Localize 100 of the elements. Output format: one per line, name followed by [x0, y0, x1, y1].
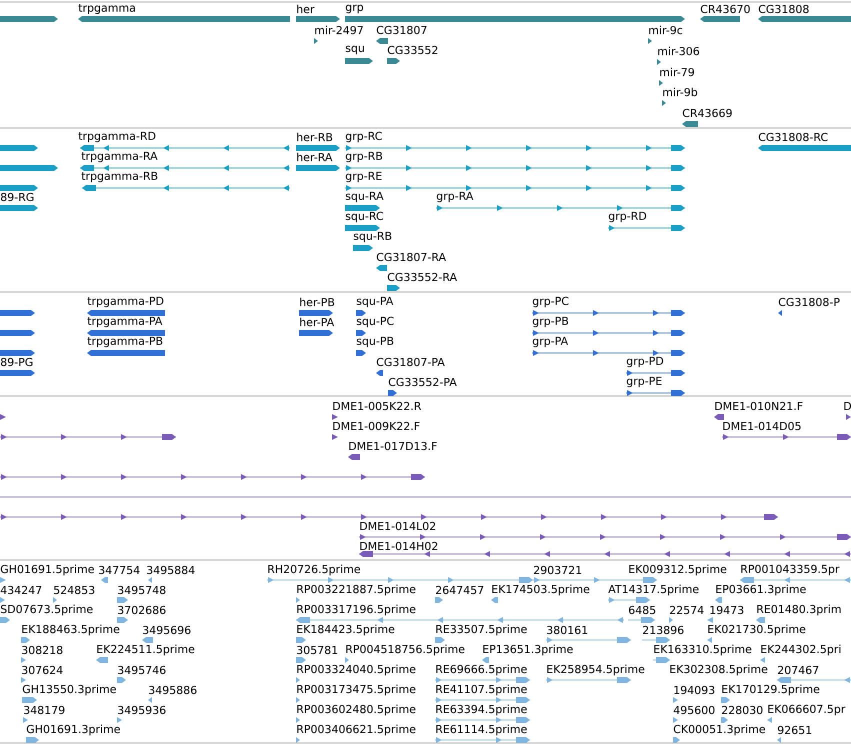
feature-label: RP003602480.5prime [297, 704, 416, 716]
feature-label: DME1-014H02 [360, 542, 438, 550]
feature-label: 524853 [54, 586, 94, 594]
feature-label: DME1-014L02 [360, 522, 436, 530]
feature-label: squ-PC [356, 316, 394, 328]
feature-label: grp-RB [346, 152, 382, 162]
feature-label: squ-RA [346, 192, 384, 202]
feature-label: trpgamma-RB [82, 172, 158, 182]
feature-label: EK258954.5prime [547, 664, 644, 676]
feature-label: 348179 [24, 706, 64, 714]
feature-label: 213896 [643, 626, 684, 634]
feature-label: CK00051.3prime [674, 724, 766, 736]
feature-label: 308218 [22, 646, 62, 654]
feature-glyph [0, 434, 176, 440]
feature-label: GH13550.3prime [22, 684, 116, 696]
feature-label: her-RB [297, 132, 332, 142]
feature-label: EP03661.3prime [716, 584, 806, 596]
feature-label: RP003173475.5prime [297, 684, 416, 696]
feature-label: trpgamma-PA [88, 316, 162, 328]
feature-label: EP13651.3prime [483, 644, 573, 656]
feature-label: grp-RA [436, 192, 474, 202]
feature-label: her-PB [300, 298, 334, 306]
feature-label: her-RA [297, 152, 332, 162]
feature-label: grp-RE [346, 172, 382, 182]
feature-label: EK224511.5prime [97, 644, 194, 656]
feature-label: mir-9c [649, 26, 682, 34]
feature-label: 6485 [628, 606, 656, 614]
feature-glyph [0, 330, 35, 336]
feature-label: RP003221887.5prime [297, 584, 416, 596]
feature-label: 3495696 [143, 626, 190, 634]
feature-label: 3495936 [118, 706, 166, 714]
feature-label: 307624 [22, 666, 63, 674]
feature-label: CG33552 [388, 46, 438, 54]
feature-label: 89-RG [0, 192, 34, 202]
feature-label: trpgamma-PD [88, 296, 164, 308]
feature-label: CG31807-PA [376, 358, 445, 366]
feature-label: SD07673.5prime [0, 604, 93, 616]
feature-label: grp-PA [532, 336, 568, 348]
feature-label: RP003317196.5prime [297, 604, 416, 616]
feature-glyph [0, 514, 778, 520]
feature-label: RE41107.5prime [436, 684, 527, 696]
feature-label: 434247 [0, 586, 42, 594]
feature-label: CR43669 [682, 108, 732, 118]
feature-label: EK174503.5prime [492, 584, 590, 596]
feature-label: squ [346, 46, 364, 54]
feature-label: EK021730.5prime [708, 624, 806, 636]
feature-label: 3495884 [147, 566, 195, 574]
feature-label: mir-9b [663, 88, 698, 96]
feature-label: 495600 [674, 706, 714, 714]
feature-label: RH20726.5prime [268, 564, 360, 576]
feature-label: trpgamma-PB [88, 336, 162, 348]
feature-label: grp-PB [532, 316, 568, 328]
feature-glyph [0, 145, 38, 151]
feature-label: DME1-010N21.F [715, 402, 802, 410]
feature-label: 2647457 [436, 586, 484, 594]
feature-label: grp-RD [608, 212, 646, 222]
feature-label: mir-306 [658, 46, 700, 56]
feature-label: 3702686 [118, 606, 166, 614]
feature-label: RE33507.5prime [436, 624, 527, 636]
feature-label: squ-PB [356, 336, 394, 348]
feature-glyph [0, 474, 426, 480]
feature-label: 19473 [710, 606, 744, 614]
feature-label: AT14317.5prime [608, 584, 699, 596]
feature-label: 194093 [674, 686, 714, 694]
feature-label: trpgamma-RD [78, 132, 156, 142]
feature-label: grp-PC [532, 296, 568, 308]
feature-label: 3495748 [118, 586, 166, 594]
feature-label: EK184423.5prime [297, 624, 394, 636]
feature-label: EK170129.5prime [722, 684, 820, 696]
feature-label: grp-PD [626, 356, 664, 368]
feature-label: mir-79 [660, 68, 694, 76]
feature-label: squ-RB [354, 232, 392, 242]
feature-label: 347754 [99, 566, 140, 574]
feature-label: trpgamma-RA [82, 152, 158, 162]
feature-glyph [0, 310, 35, 316]
feature-label: RP004518756.5prime [346, 644, 464, 656]
feature-label: CG33552-RA [388, 272, 457, 282]
feature-label: DME1-017D13.F [349, 442, 437, 450]
feature-label: 92651 [778, 726, 812, 734]
feature-label: 22574 [670, 606, 704, 614]
feature-label: her [297, 4, 314, 14]
feature-label: CG33552-PA [388, 378, 457, 386]
feature-label: CG31808 [758, 4, 809, 14]
feature-label: 305781 [297, 646, 338, 654]
feature-label: squ-RC [346, 212, 384, 222]
feature-label: grp-PE [626, 376, 662, 388]
feature-label: CG31807-RA [376, 252, 446, 262]
feature-label: GH01691.3prime [26, 724, 120, 736]
feature-label: 3495886 [149, 686, 196, 694]
feature-label: CG31808-P [778, 298, 840, 306]
feature-label: trpgamma [78, 4, 135, 14]
feature-label: grp [346, 4, 364, 14]
feature-glyph [0, 165, 58, 171]
feature-label: mir-2497 [315, 26, 363, 34]
feature-label: RP003324040.5prime [297, 664, 416, 676]
feature-label: RP003406621.5prime [297, 724, 416, 736]
feature-label: CG31808-RC [758, 132, 828, 142]
feature-label: EK009312.5prime [629, 564, 726, 576]
feature-glyph [0, 16, 58, 22]
feature-label: RE69666.5prime [436, 664, 527, 676]
